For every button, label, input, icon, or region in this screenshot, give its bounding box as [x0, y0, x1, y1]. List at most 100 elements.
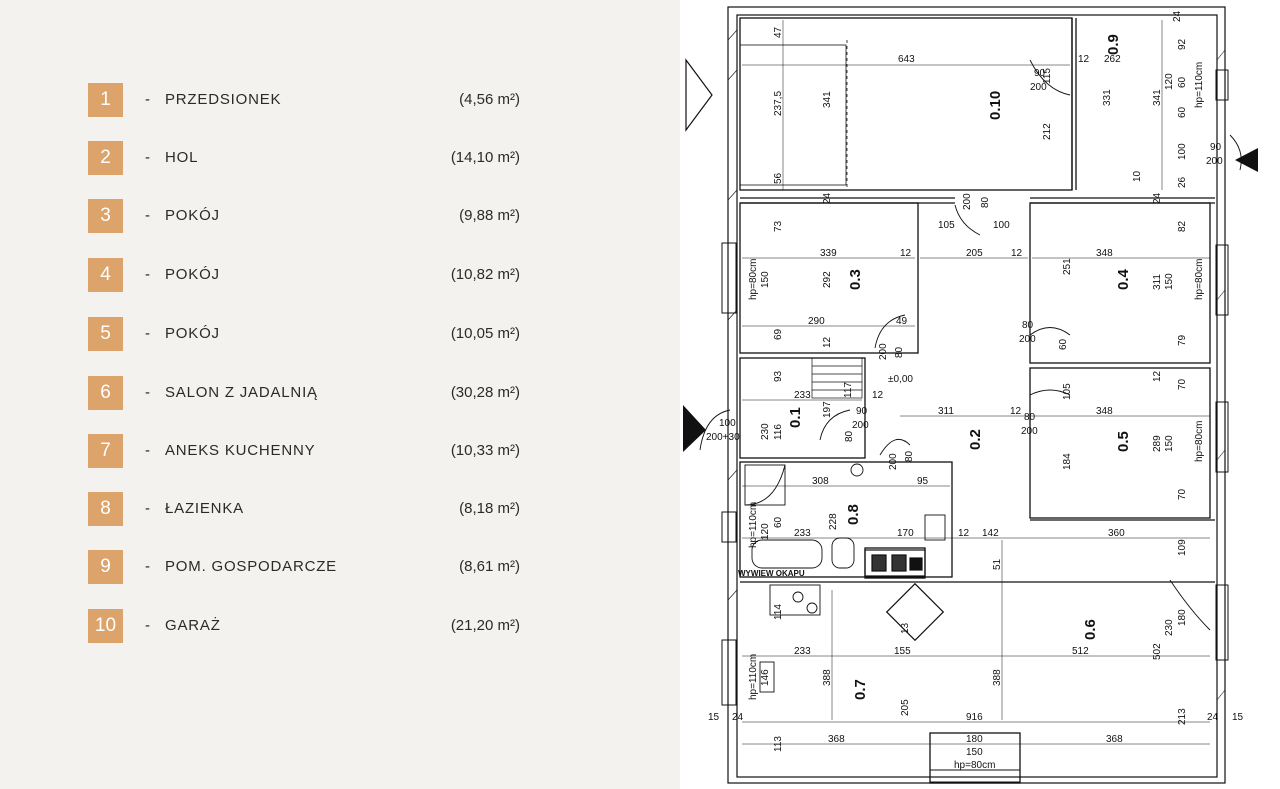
dim-label: 289: [1152, 435, 1163, 452]
legend-dash: -: [145, 266, 150, 283]
dim-label: 170: [897, 528, 914, 539]
legend-row: 7 - ANEKS KUCHENNY (10,33 m²): [88, 434, 528, 468]
dim-label: 142: [982, 528, 999, 539]
dim-label: 12: [1152, 370, 1163, 382]
room-name: HOL: [165, 149, 199, 166]
dim-label: 12: [1010, 406, 1022, 417]
kitchen-fixtures: [759, 584, 821, 693]
plan-background: [680, 0, 1280, 789]
room-number-badge: 8: [88, 492, 123, 526]
dim-label: 146: [760, 669, 771, 686]
dim-label: 237,5: [773, 91, 784, 116]
dim-label: 100: [993, 220, 1010, 231]
entrance-arrow-icon: [685, 58, 713, 132]
legend-dash: -: [145, 91, 150, 108]
room-label: 0.8: [845, 504, 862, 525]
legend-row: 3 - POKÓJ (9,88 m²): [88, 199, 528, 233]
dim-label: 47: [773, 26, 784, 38]
dim-label: 348: [1096, 248, 1113, 259]
room-area: (8,61 m²): [459, 558, 520, 575]
legend-dash: -: [145, 500, 150, 517]
dim-label: 212: [1042, 123, 1053, 140]
dim-label: 200+30: [706, 432, 740, 443]
dim-label: 92: [1177, 38, 1188, 50]
dim-label: 15: [708, 712, 720, 723]
stairs-icon: [811, 357, 863, 399]
dim-label: 100: [1177, 143, 1188, 160]
dim-label: 109: [1177, 539, 1188, 556]
dim-label: 341: [822, 91, 833, 108]
legend-dash: -: [145, 442, 150, 459]
dim-label: 12: [1078, 54, 1090, 65]
dim-label: 311: [1152, 274, 1163, 290]
room-legend: 1 - PRZEDSIONEK (4,56 m²) 2 - HOL (14,10…: [88, 83, 528, 643]
interior-walls: [739, 17, 1215, 784]
dim-label: 60: [1177, 106, 1188, 118]
dim-label: 80: [844, 430, 855, 442]
dim-label: 388: [822, 669, 833, 686]
dim-label: hp=110cm: [748, 502, 759, 548]
dim-label: 105: [1062, 383, 1073, 400]
dim-label: 12: [958, 528, 970, 539]
dim-label: 916: [966, 712, 983, 723]
legend-row: 9 - POM. GOSPODARCZE (8,61 m²): [88, 550, 528, 584]
room-number-badge: 6: [88, 376, 123, 410]
dim-label: 308: [812, 476, 829, 487]
dim-label: 348: [1096, 406, 1113, 417]
dim-label: 502: [1152, 643, 1163, 660]
dim-label: 12: [822, 336, 833, 348]
dim-label: 230: [760, 423, 771, 440]
room-name: POKÓJ: [165, 207, 220, 224]
dim-label: 95: [917, 476, 929, 487]
dim-label: 56: [773, 172, 784, 184]
room-number-badge: 4: [88, 258, 123, 292]
dim-label: 230: [1164, 619, 1175, 636]
dim-label: 360: [1108, 528, 1125, 539]
legend-dash: -: [145, 384, 150, 401]
dim-label: 368: [828, 734, 845, 745]
dim-label: 200: [1021, 426, 1038, 437]
entrance-triangle-icon: [683, 405, 706, 452]
legend-row: 2 - HOL (14,10 m²): [88, 141, 528, 175]
dim-label: 73: [773, 220, 784, 232]
dim-label: 80: [1022, 320, 1034, 331]
dimension-lines: [742, 20, 1210, 745]
dim-label: 213: [1177, 708, 1188, 725]
dim-label: 200: [888, 453, 899, 470]
room-area: (4,56 m²): [459, 91, 520, 108]
dim-label: 70: [1177, 488, 1188, 500]
legend-row: 10 - GARAŻ (21,20 m²): [88, 609, 528, 643]
room-name: POM. GOSPODARCZE: [165, 558, 337, 575]
dim-label: 24: [822, 192, 833, 204]
dim-label: 24: [1172, 10, 1183, 22]
room-name: ŁAZIENKA: [165, 500, 244, 517]
dim-label: 233: [794, 390, 811, 401]
dim-label: 184: [1062, 453, 1073, 470]
dim-label: 368: [1106, 734, 1123, 745]
room-number-badge: 9: [88, 550, 123, 584]
dim-label: 15: [1232, 712, 1244, 723]
dim-label: 90: [1210, 142, 1222, 153]
dim-label: 200: [1030, 82, 1047, 93]
dim-label: 200: [1019, 334, 1036, 345]
legend-row: 6 - SALON Z JADALNIĄ (30,28 m²): [88, 376, 528, 410]
dim-label: 90: [856, 406, 868, 417]
dim-label: 200: [962, 193, 973, 210]
level-mark: ±0,00: [888, 374, 913, 385]
room-number-badge: 3: [88, 199, 123, 233]
dim-label: 262: [1104, 54, 1121, 65]
room-label: 0.2: [967, 429, 984, 450]
windows: [721, 69, 1229, 783]
dim-label: 150: [1164, 273, 1175, 290]
dim-label: 116: [773, 424, 784, 440]
dim-label: 120: [760, 523, 771, 540]
dim-label: 228: [828, 513, 839, 530]
dim-label: 197: [822, 401, 833, 418]
dim-label: 105: [938, 220, 955, 231]
dim-label: 90: [1034, 68, 1046, 79]
room-number-badge: 1: [88, 83, 123, 117]
dim-label: 100: [719, 418, 736, 429]
dim-label: hp=80cm: [748, 259, 759, 300]
dim-label: 150: [760, 271, 771, 288]
dim-label: 24: [1207, 712, 1219, 723]
